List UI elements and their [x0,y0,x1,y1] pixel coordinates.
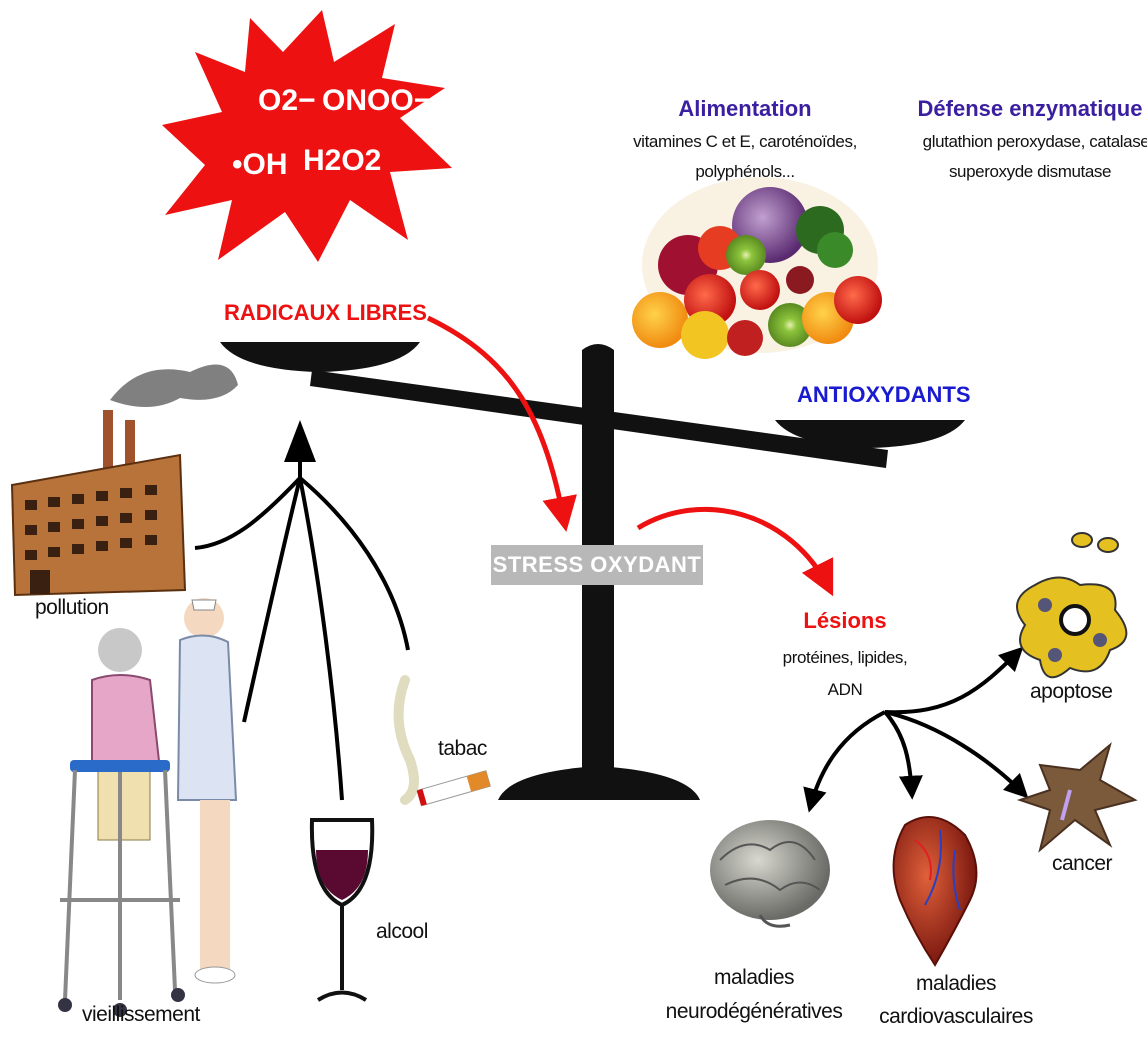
neuro-line1: maladies [714,966,794,990]
apoptosis-cell-image [1017,533,1126,677]
cancer-label: cancer [1052,852,1112,876]
alcool-label: alcool [376,920,428,944]
defense-title: Défense enzymatique [918,96,1143,122]
apoptose-label: apoptose [1030,680,1112,704]
scale-base [498,766,700,800]
lesions-line1: protéines, lipides, [783,648,908,668]
tabac-label: tabac [438,737,487,761]
alimentation-title: Alimentation [678,96,811,122]
radicaux-libres-label: RADICAUX LIBRES [224,300,427,326]
pollution-label: pollution [35,596,109,620]
heart-image [894,817,977,965]
peroxynitrite-label: ONOO− [322,84,431,118]
factory-image [12,364,238,595]
defense-line2: superoxyde dismutase [949,162,1111,182]
elderly-walker-image [58,598,236,1017]
free-radicals-starburst [162,10,452,262]
lesions-title: Lésions [803,608,886,634]
left-pan [220,342,420,372]
vieillissement-label: vieillissement [82,1003,200,1027]
cardio-line2: cardiovasculaires [879,1005,1033,1029]
brain-image [710,820,830,926]
fruits-vegetables-image [632,177,882,359]
alimentation-line1: vitamines C et E, caroténoïdes, [633,132,857,152]
stress-oxydant-box: STRESS OXYDANT [491,545,703,585]
hydroxyl-label: •OH [232,148,288,182]
peroxide-label: H2O2 [303,144,381,178]
antioxydants-label: ANTIOXYDANTS [797,382,971,408]
cancer-cell-image [1020,745,1135,850]
neuro-line2: neurodégénératives [666,1000,843,1024]
arrow-radicals-to-stress [428,318,565,525]
lesions-line2: ADN [828,680,863,700]
superoxide-label: O2− [258,84,316,118]
disease-arrows [810,650,1025,808]
cardio-line1: maladies [916,972,996,996]
wine-glass-image [312,820,372,1000]
alimentation-line2: polyphénols... [695,162,794,182]
defense-line1: glutathion peroxydase, catalase [923,132,1147,152]
